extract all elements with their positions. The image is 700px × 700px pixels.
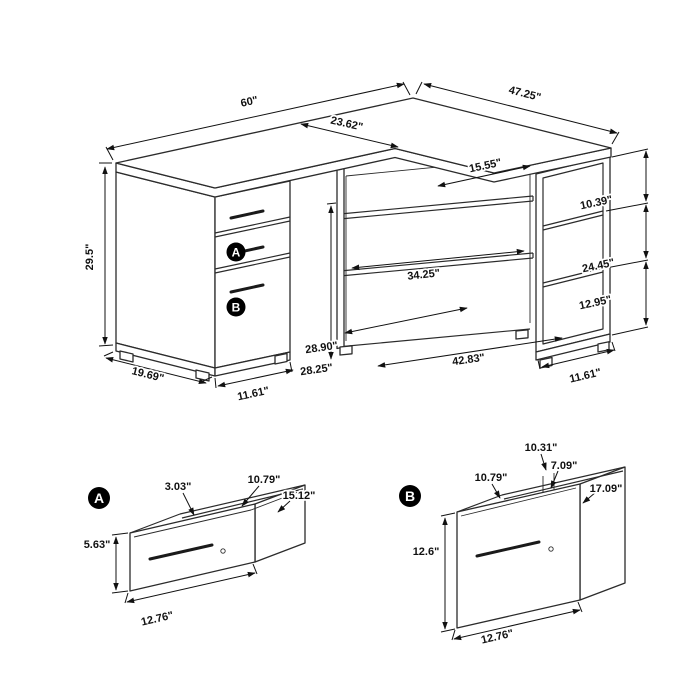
drawer-divider-lines [214, 216, 291, 274]
ext-right-shelf-gaps [605, 148, 649, 336]
detail-b-badge-letter: B [405, 488, 415, 504]
dim-line-right-unit-width [541, 348, 615, 369]
detail-b-dim-label-side-depth: 17.09" [590, 483, 623, 495]
dim-line-middle-shelf [351, 248, 525, 271]
detail-b-leader-back-width [540, 453, 547, 471]
detail-a-leader-front-thickness [182, 492, 195, 516]
detail-b-knob [548, 546, 554, 552]
dim-line-shelf-top [437, 164, 531, 188]
detail-b-dim-label-height: 12.6" [413, 546, 440, 558]
detail-b-leader-gap [550, 470, 559, 489]
dim-label-kneehole-height: 28.25" [300, 362, 334, 378]
dim-label-middle-shelf: 34.25" [407, 267, 441, 282]
badge-a-letter: A [232, 246, 241, 260]
dim-label-height: 29.5" [84, 244, 96, 271]
detail-a-dim-line-width [126, 571, 256, 604]
drawer-pedestal [115, 171, 291, 382]
compartment-left-foot [339, 345, 353, 356]
left-end-panel [115, 171, 216, 369]
detail-a-badge-circle [88, 487, 110, 509]
ext-height [98, 162, 114, 347]
detail-a-drawing: A 5.63" 12.76" 3.03" 10.79" 15.12" [82, 472, 317, 630]
detail-b-drawing: B 12.6" 12.76" 10.31" 7.09" 10.79" 17.09… [399, 440, 626, 648]
dim-label-kneehole-depth: 28.90" [305, 340, 339, 356]
detail-a-badge-letter: A [94, 490, 104, 506]
detail-b-handle [475, 540, 541, 558]
detail-a-dim-label-width: 12.76" [140, 610, 175, 629]
dim-label-pedestal-width: 11.61" [236, 385, 270, 403]
detail-b-dim-label-width: 12.76" [480, 628, 515, 647]
detail-b-ext-height [440, 512, 456, 633]
detail-a-leader-diagonal [277, 500, 291, 513]
badge-a-circle [226, 242, 246, 262]
dim-line-return-length [423, 83, 618, 134]
detail-a-handle [148, 543, 214, 561]
main-assembly-drawing: A B 60" 47.25" 23.62" 15.55" 29.5" 19.69… [82, 81, 649, 405]
detail-b-dim-label-back-width: 10.31" [525, 442, 558, 454]
pedestal-front-face [214, 180, 291, 369]
detail-b-leader-inner-width [491, 483, 501, 499]
detail-b-front-face [456, 483, 581, 629]
main-badge-b: B [226, 297, 246, 317]
bookcase-front-face [535, 155, 611, 353]
detail-a-dim-label-height: 5.63" [84, 539, 111, 551]
compartment-left-stile [336, 167, 345, 350]
bookcase-shelf-lower [542, 267, 604, 288]
ext-kneehole-height [326, 202, 337, 205]
ext-return-length [415, 81, 620, 145]
compartment-shelf-upper [339, 195, 534, 220]
detail-a-inner-edges [133, 491, 299, 538]
detail-a-knob [220, 548, 226, 554]
detail-b-leader-side-depth [582, 491, 597, 504]
bookcase-right-foot [597, 341, 610, 353]
dim-label-left-depth: 19.69" [130, 365, 165, 385]
dim-line-return-bottom [377, 336, 563, 368]
dim-label-top-width: 60" [240, 94, 260, 109]
detail-b-inner-edge [460, 487, 577, 517]
dim-line-top-width [106, 82, 405, 151]
detail-b-dim-label-inner-width: 10.79" [475, 472, 508, 484]
compartment-floor [336, 328, 531, 348]
badge-b-letter: B [232, 301, 241, 315]
dim-line-left-depth [105, 357, 207, 384]
drawer-handle-top [229, 209, 265, 220]
bookcase-shelf-upper [542, 210, 604, 231]
badge-b-circle [226, 297, 246, 317]
pedestal-foot-right [274, 352, 288, 365]
detail-a-dim-label-front-thickness: 3.03" [165, 481, 192, 493]
main-badge-a: A [226, 242, 246, 262]
detail-b-dim-label-gap: 7.09" [551, 460, 578, 472]
detail-a-front-face [129, 503, 256, 592]
detail-a-leader-inner-width [241, 485, 260, 507]
dim-line-top-depth [300, 122, 399, 149]
compartment-right-foot [515, 329, 529, 340]
dim-line-pedestal-width [217, 368, 294, 388]
detail-a-dim-label-diagonal: 15.12" [283, 490, 316, 502]
dim-label-right-unit-width: 11.61" [568, 367, 602, 386]
detail-a-dim-label-inner-width: 10.79" [248, 474, 281, 486]
detail-b-badge-circle [399, 485, 421, 507]
dim-line-kneehole-depth [344, 306, 468, 335]
return-shelf-compartment [336, 157, 534, 356]
bookcase-opening [542, 162, 604, 345]
detail-b-dim-line-width [453, 608, 581, 641]
drawer-handle-file [229, 283, 265, 294]
dim-label-return-length: 47.25" [507, 84, 542, 104]
detail-a-ext-height [111, 532, 129, 594]
